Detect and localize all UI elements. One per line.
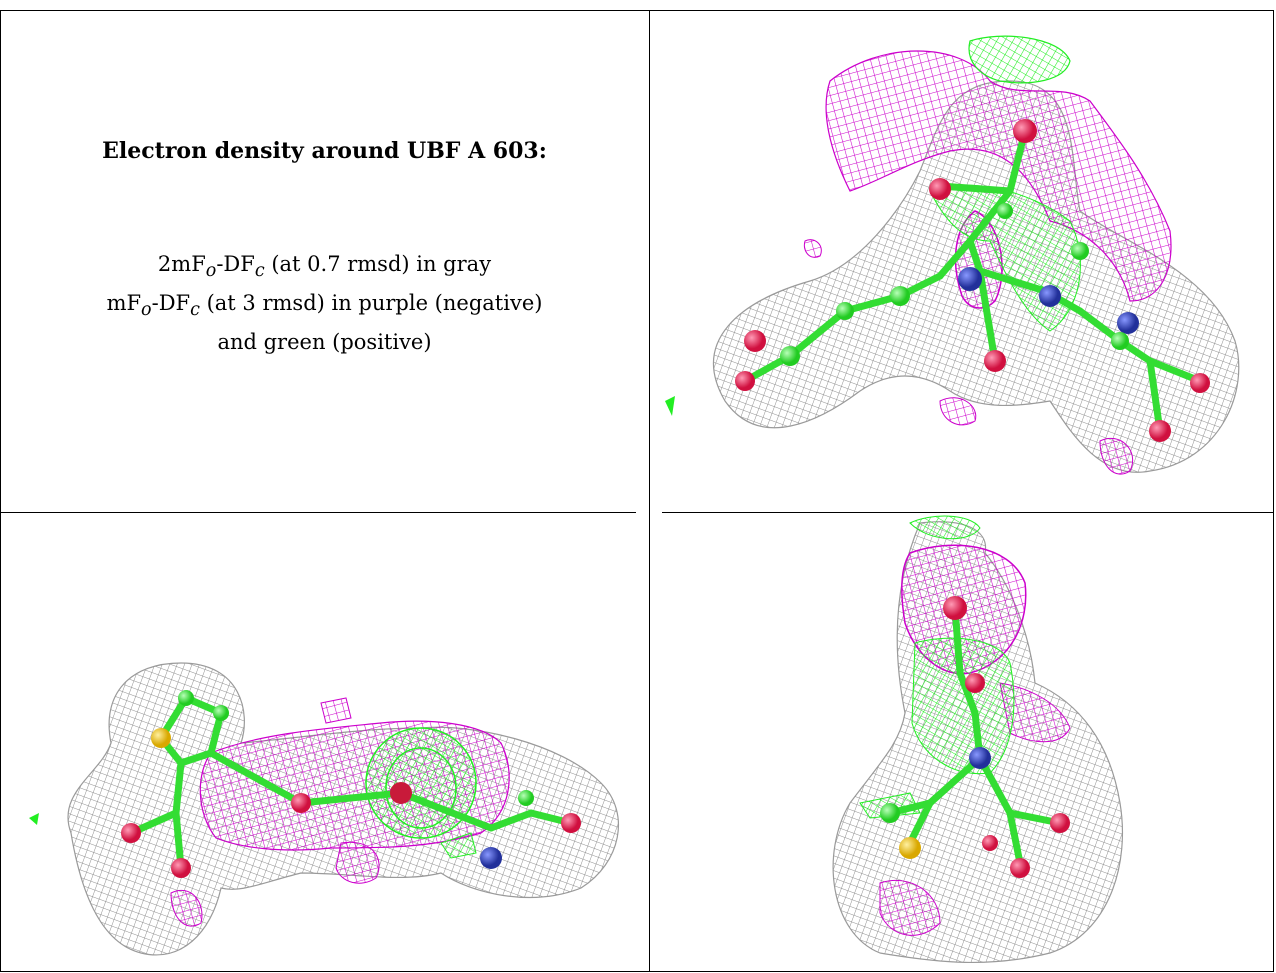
legend-line-green: and green (positive) — [217, 330, 432, 355]
legend-line-gray: 2mFo-DFc (at 0.7 rmsd) in gray — [157, 252, 492, 282]
electron-density-mesh-icon — [832, 515, 1123, 964]
density-view-3 — [650, 513, 1273, 971]
electron-density-mesh-icon — [665, 35, 1240, 475]
table-divider-horizontal-right — [662, 512, 1274, 513]
caption-legend: 2mFo-DFc (at 0.7 rmsd) in gray mFo-DFc (… — [0, 248, 649, 358]
legend-line-purple: mFo-DFc (at 3 rmsd) in purple (negative) — [106, 291, 543, 321]
caption-title: Electron density around UBF A 603: — [102, 138, 547, 164]
figure-table-frame — [0, 10, 1274, 972]
electron-density-mesh-icon — [29, 662, 619, 956]
table-divider-vertical — [649, 10, 650, 972]
table-divider-horizontal-left — [0, 512, 636, 513]
caption-cell: Electron density around UBF A 603: 2mFo-… — [0, 10, 649, 512]
density-view-1 — [650, 11, 1273, 511]
density-view-2 — [1, 513, 648, 971]
